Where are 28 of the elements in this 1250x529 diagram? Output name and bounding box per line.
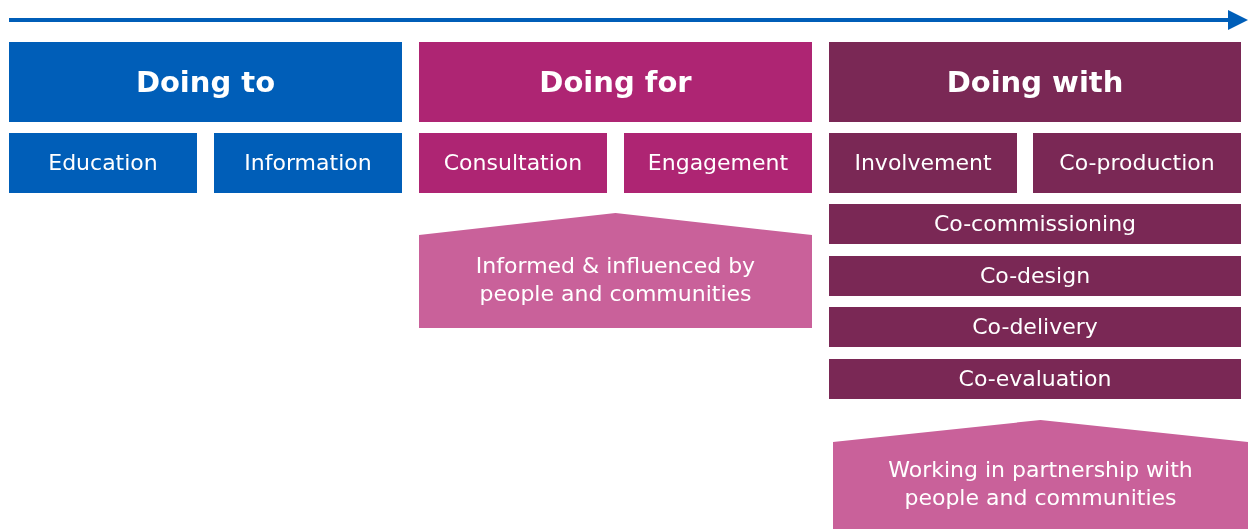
banner-text: Working in partnership with people and communities [887, 456, 1194, 511]
stage-box [9, 133, 197, 193]
method-bar [829, 359, 1241, 399]
stage-header [829, 42, 1241, 122]
stage-box [1033, 133, 1241, 193]
stage-header [9, 42, 402, 122]
stage-label: Engagement [647, 149, 789, 177]
stage-label: Information [244, 149, 372, 177]
stage-title: Doing with [946, 63, 1124, 101]
banner-text: Informed & influenced by people and communities [474, 252, 757, 307]
method-label: Co-evaluation [958, 365, 1112, 393]
method-label: Co-commissioning [933, 210, 1137, 238]
stage-box [829, 133, 1017, 193]
stage-label: Education [48, 149, 158, 177]
method-bar [829, 307, 1241, 347]
stage-label: Co-production [1059, 149, 1215, 177]
stage-label: Involvement [854, 149, 992, 177]
stage-box [624, 133, 812, 193]
method-bar [829, 256, 1241, 296]
stage-box [214, 133, 402, 193]
stage-label: Consultation [443, 149, 583, 177]
stage-box [419, 133, 607, 193]
stage-title: Doing to [135, 63, 276, 101]
method-label: Co-delivery [972, 313, 1098, 341]
method-label: Co-design [979, 262, 1091, 290]
method-bar [829, 204, 1241, 244]
stage-title: Doing for [539, 63, 692, 101]
stage-header [419, 42, 812, 122]
